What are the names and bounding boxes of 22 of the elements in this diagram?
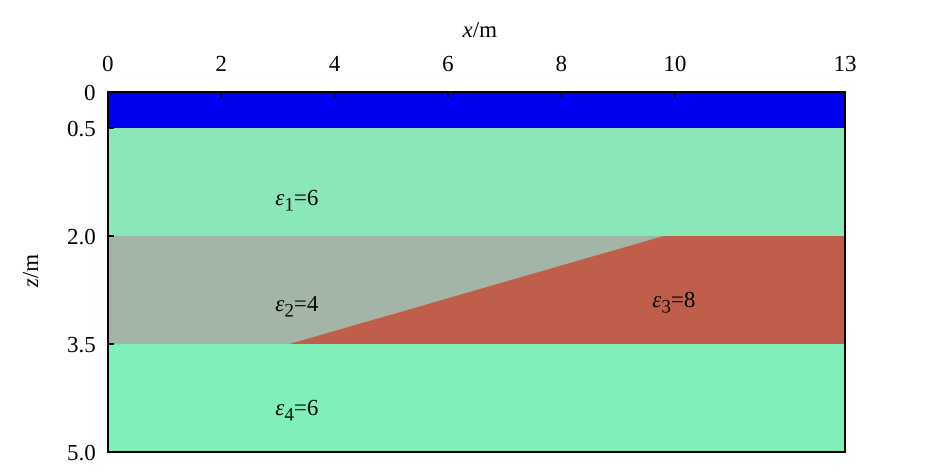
- layer-region: [108, 236, 664, 344]
- axis-title: x/m: [462, 18, 497, 41]
- tick-label: 2.0: [67, 225, 96, 248]
- tick-label: 4: [328, 52, 340, 75]
- layer-region: [108, 344, 845, 452]
- permittivity-label: ε$_{3}$=8: [652, 288, 696, 317]
- tick-label: 13: [834, 52, 856, 75]
- tick-label: 5.0: [67, 441, 96, 464]
- permittivity-label: ε$_{2}$=4: [275, 292, 318, 321]
- axis-title: z/m: [18, 253, 42, 287]
- tick-label: 10: [663, 52, 686, 75]
- tick-label: 3.5: [67, 333, 96, 356]
- tick-label: 0.5: [67, 117, 96, 140]
- tick-label: 6: [442, 52, 454, 75]
- permittivity-label: ε$_{4}$=6: [275, 396, 318, 425]
- tick-label: 0: [102, 52, 114, 75]
- tick-label: 8: [556, 52, 568, 75]
- tick-label: 2: [215, 52, 227, 75]
- permittivity-label: ε$_{1}$=6: [275, 186, 318, 214]
- layer-region: [108, 92, 845, 128]
- layer-region: [108, 128, 845, 236]
- tick-label: 0: [84, 81, 96, 104]
